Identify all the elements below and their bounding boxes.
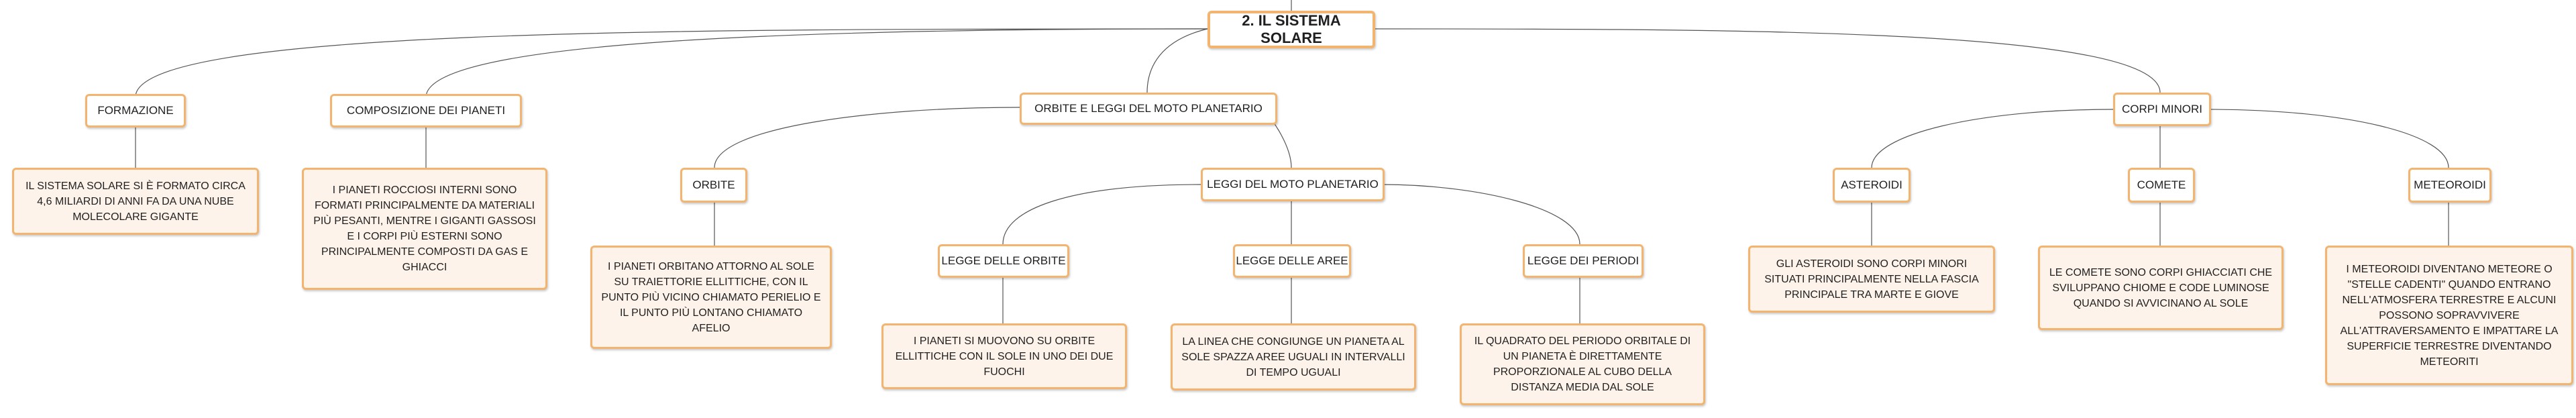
topic-orbite[interactable]: ORBITE [680,168,747,203]
topic-leggi-del-moto-planetario[interactable]: LEGGI DEL MOTO PLANETARIO [1201,168,1385,201]
topic-asteroidi[interactable]: ASTEROIDI [1833,168,1911,203]
note-comete: LE COMETE SONO CORPI GHIACCIATI CHE SVIL… [2038,246,2284,330]
topic-orbite-e-leggi[interactable]: ORBITE E LEGGI DEL MOTO PLANETARIO [1020,93,1277,125]
note-legge-dei-periodi: IL QUADRATO DEL PERIODO ORBITALE DI UN P… [1460,323,1705,405]
note-orbite: I PIANETI ORBITANO ATTORNO AL SOLE SU TR… [590,246,832,349]
topic-legge-delle-aree[interactable]: LEGGE DELLE AREE [1233,244,1351,278]
topic-corpi-minori[interactable]: CORPI MINORI [2113,93,2211,126]
topic-comete[interactable]: COMETE [2128,168,2195,203]
topic-legge-dei-periodi[interactable]: LEGGE DEI PERIODI [1523,244,1644,278]
note-legge-delle-orbite: I PIANETI SI MUOVONO SU ORBITE ELLITTICH… [881,323,1127,389]
note-meteoroidi: I METEOROIDI DIVENTANO METEORE O "STELLE… [2325,246,2573,385]
topic-formazione[interactable]: FORMAZIONE [85,94,186,127]
note-asteroidi: GLI ASTEROIDI SONO CORPI MINORI SITUATI … [1748,246,1995,313]
topic-composizione-dei-pianeti[interactable]: COMPOSIZIONE DEI PIANETI [330,94,522,127]
topic-meteoroidi[interactable]: METEOROIDI [2408,168,2491,203]
root-topic[interactable]: 2. IL SISTEMA SOLARE [1208,11,1375,48]
note-composizione-dei-pianeti: I PIANETI ROCCIOSI INTERNI SONO FORMATI … [302,168,547,290]
note-legge-delle-aree: LA LINEA CHE CONGIUNGE UN PIANETA AL SOL… [1171,323,1416,390]
note-formazione: IL SISTEMA SOLARE SI È FORMATO CIRCA 4,6… [12,168,259,235]
topic-legge-delle-orbite[interactable]: LEGGE DELLE ORBITE [938,244,1069,278]
